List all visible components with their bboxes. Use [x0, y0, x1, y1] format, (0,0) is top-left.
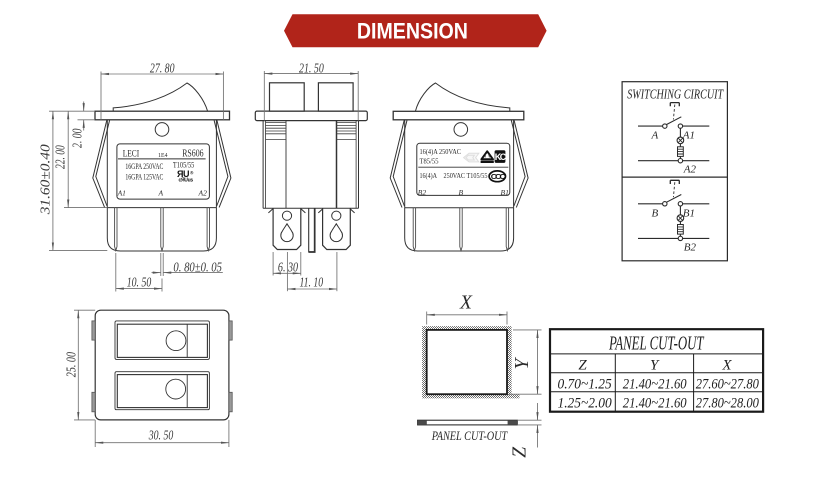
svg-text:SWITCHING CIRCUIT: SWITCHING CIRCUIT [627, 88, 724, 103]
svg-text:A1: A1 [682, 130, 695, 142]
svg-text:ЯU: ЯU [177, 169, 189, 179]
svg-text:16GPA 250VAC: 16GPA 250VAC [125, 162, 163, 171]
svg-text:27.60~27.80: 27.60~27.80 [696, 376, 760, 392]
svg-text:30. 50: 30. 50 [148, 429, 173, 444]
svg-text:A: A [158, 189, 164, 198]
svg-text:cЯUus: cЯUus [179, 178, 194, 184]
svg-text:25. 00: 25. 00 [65, 352, 80, 377]
svg-text:1E4: 1E4 [158, 152, 168, 159]
svg-text:Z: Z [510, 447, 531, 458]
svg-text:B1: B1 [501, 188, 509, 197]
svg-text:T105/55: T105/55 [173, 160, 194, 169]
svg-text:11. 10: 11. 10 [299, 275, 323, 290]
svg-text:Z: Z [578, 358, 587, 374]
svg-text:PANEL CUT-OUT: PANEL CUT-OUT [431, 429, 508, 443]
svg-text:1.25~2.00: 1.25~2.00 [558, 395, 613, 411]
svg-text:250VAC T105/55: 250VAC T105/55 [444, 172, 488, 180]
svg-text:X: X [459, 293, 473, 314]
svg-text:21.40~21.60: 21.40~21.60 [623, 395, 687, 411]
svg-text:A2: A2 [198, 189, 208, 198]
svg-text:0. 80±0. 05: 0. 80±0. 05 [173, 259, 222, 274]
svg-text:31.60±0.40: 31.60±0.40 [39, 144, 54, 215]
svg-text:27. 80: 27. 80 [150, 62, 175, 77]
svg-text:A: A [651, 130, 659, 142]
svg-text:B2: B2 [418, 188, 427, 197]
svg-text:2. 00: 2. 00 [70, 128, 85, 148]
svg-text:RS606: RS606 [182, 149, 203, 160]
svg-text:KC: KC [495, 152, 507, 162]
svg-text:CCC: CCC [491, 172, 506, 181]
svg-text:A1: A1 [117, 189, 126, 198]
svg-text:LECI: LECI [123, 149, 140, 159]
svg-text:21. 50: 21. 50 [299, 61, 324, 76]
svg-text:Y: Y [512, 356, 533, 369]
svg-text:16(4)A: 16(4)A [420, 172, 438, 180]
svg-text:B2: B2 [684, 241, 697, 253]
svg-text:16(4)A 250VAC: 16(4)A 250VAC [420, 148, 462, 156]
svg-text:0.70~1.25: 0.70~1.25 [558, 376, 613, 392]
svg-text:Y: Y [650, 358, 660, 374]
svg-text:PANEL CUT-OUT: PANEL CUT-OUT [608, 333, 704, 354]
svg-text:B: B [459, 188, 464, 197]
svg-text:10. 50: 10. 50 [127, 274, 152, 289]
svg-text:A2: A2 [683, 163, 697, 175]
svg-text:6. 30: 6. 30 [278, 259, 298, 274]
svg-text:T85/55: T85/55 [420, 157, 439, 165]
svg-text:22. 00: 22. 00 [54, 145, 69, 169]
svg-text:X: X [721, 358, 732, 374]
svg-text:®: ® [190, 170, 194, 176]
svg-text:B1: B1 [683, 207, 695, 219]
svg-text:B: B [652, 207, 659, 219]
svg-text:16GPA 125VAC: 16GPA 125VAC [125, 173, 163, 182]
svg-text:DIMENSION: DIMENSION [357, 18, 468, 43]
svg-text:21.40~21.60: 21.40~21.60 [623, 376, 687, 392]
svg-text:27.80~28.00: 27.80~28.00 [696, 395, 760, 411]
